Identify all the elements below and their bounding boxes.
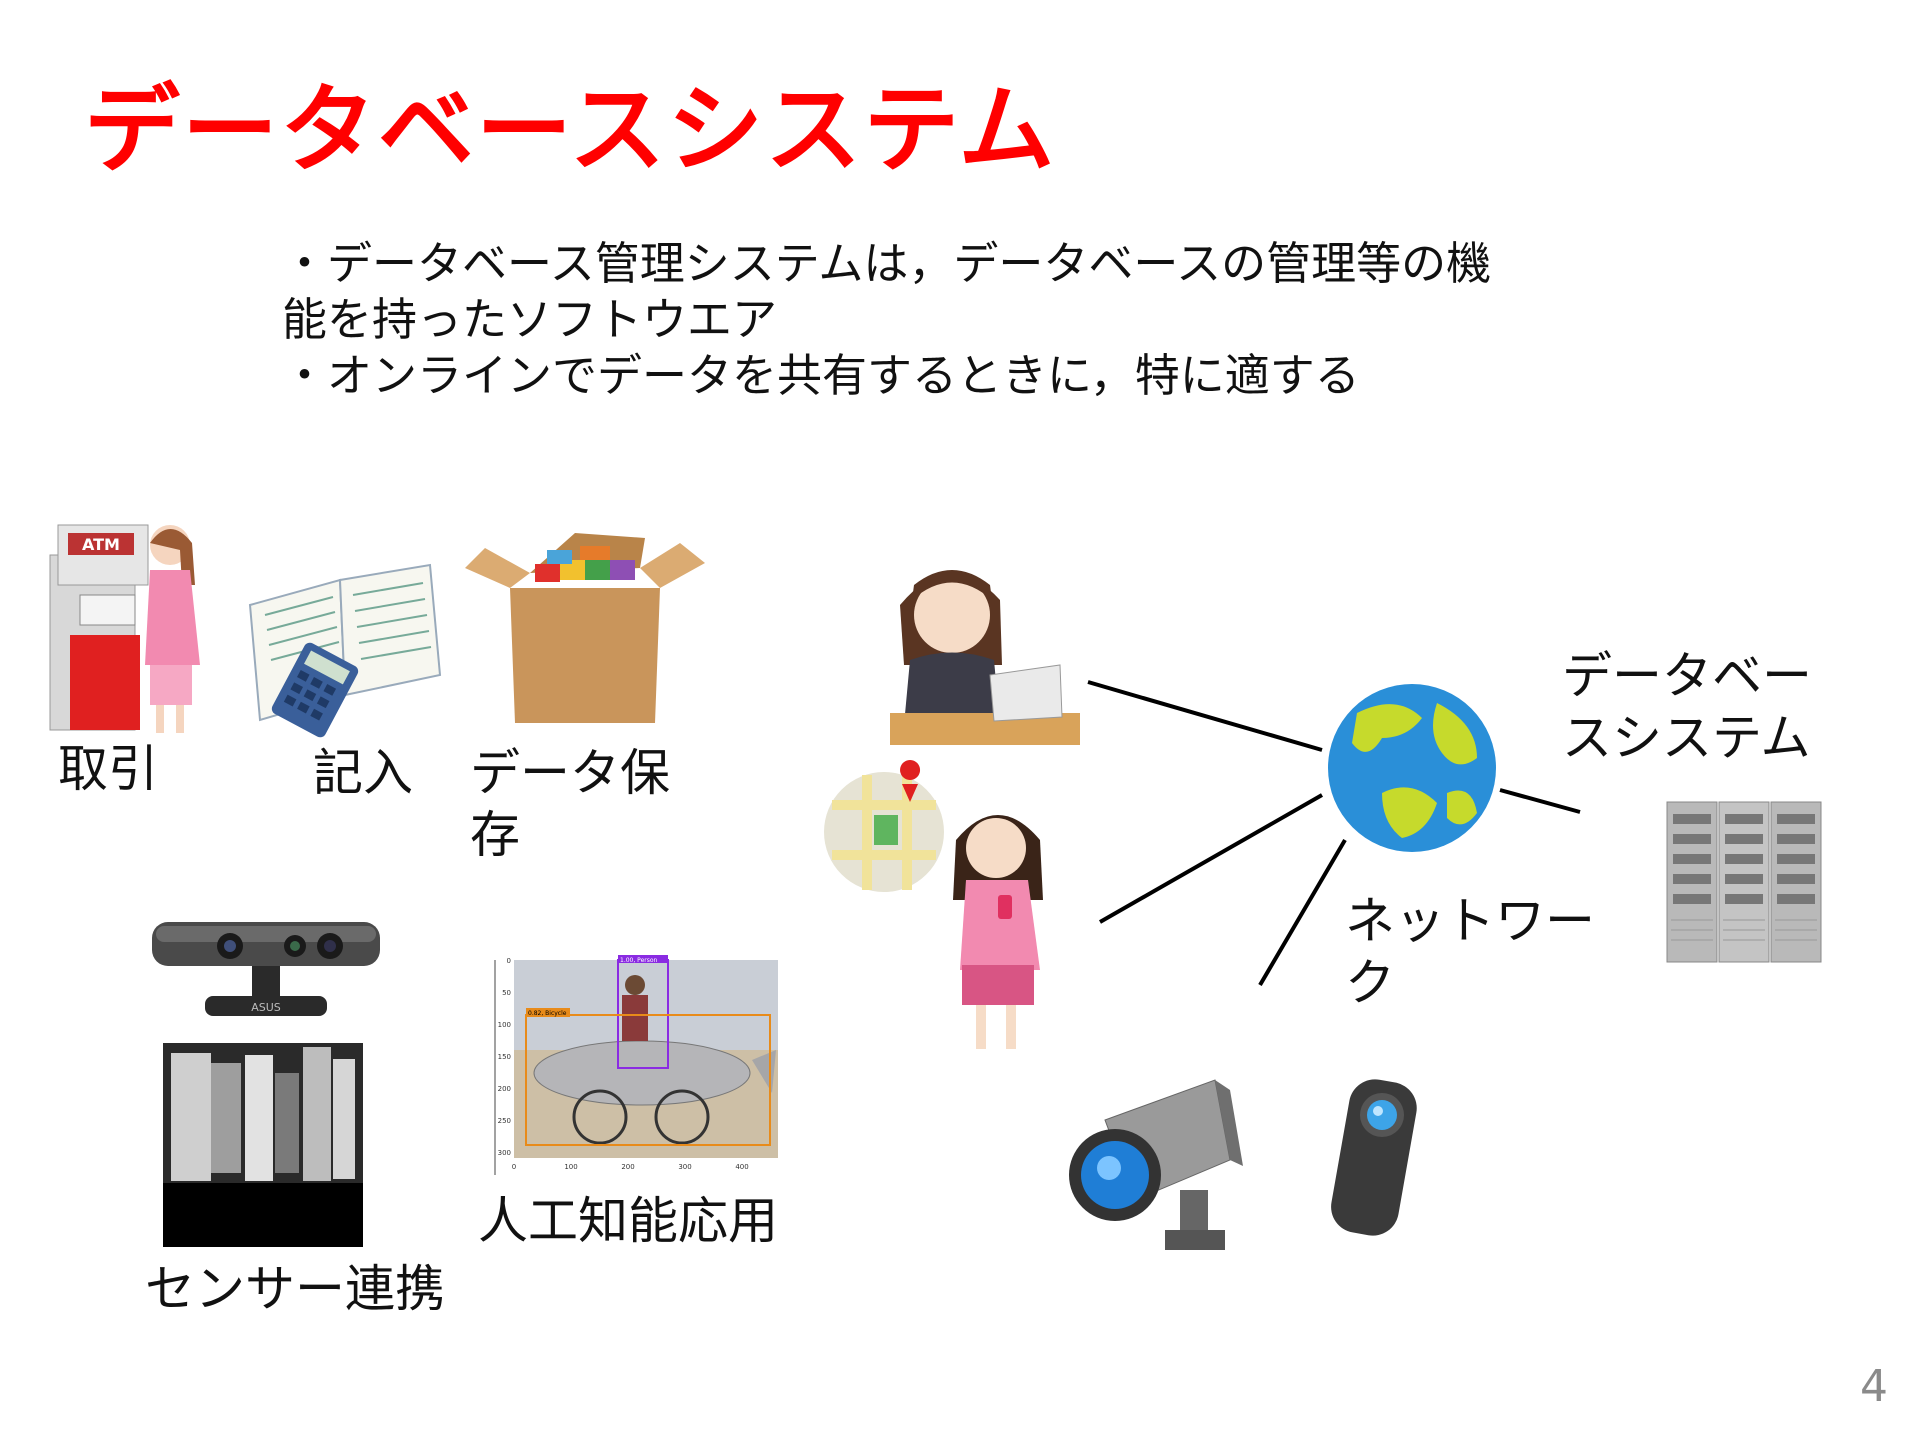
plot-ytick: 250 — [498, 1117, 511, 1125]
label-network: ネットワー ク — [1345, 890, 1595, 1014]
bullet-line-1: ・データベース管理システムは，データベースの管理等の機 — [282, 237, 1492, 290]
plot-ytick: 50 — [502, 989, 511, 997]
action-camera-icon — [1331, 1079, 1417, 1236]
ledger-illustration — [248, 563, 442, 738]
label-network-line2: ク — [1345, 954, 1395, 1012]
label-storage-line2: 存 — [470, 806, 520, 864]
label-dbsystem-line2: スシステム — [1562, 709, 1811, 767]
label-database-system: データベー スシステム — [1562, 645, 1812, 769]
atm-illustration: ATM — [49, 524, 200, 733]
label-ai: 人工知能応用 — [478, 1192, 778, 1250]
bullet-line-3: ・オンラインでデータを共有するときに，特に適する — [282, 349, 1360, 402]
label-sensor: センサー連携 — [145, 1260, 445, 1318]
line-phone-globe — [1099, 793, 1323, 924]
bullet-line-2: 能を持ったソフトウエア — [282, 293, 778, 346]
page-number: 4 — [1860, 1361, 1888, 1412]
label-network-line1: ネットワー — [1345, 892, 1595, 950]
camera-brand-text: ASUS — [251, 1001, 281, 1014]
plot-xtick: 0 — [512, 1163, 516, 1171]
map-bubble-icon — [824, 760, 944, 892]
plot-ytick: 200 — [498, 1085, 511, 1093]
label-entry: 記入 — [313, 744, 413, 802]
label-storage: データ保 存 — [470, 742, 670, 866]
slide-title: データベースシステム — [84, 74, 1057, 186]
detection-label-person: 1.00, Person — [620, 957, 658, 964]
plot-ytick: 100 — [498, 1021, 511, 1029]
phone-user-illustration — [953, 815, 1043, 1049]
line-globe-server — [1499, 788, 1581, 814]
object-detection-image: 1.00, Person 0.82, Bicycle 0 50 100 150 … — [494, 955, 778, 1175]
depth-camera-illustration: ASUS — [152, 922, 380, 1016]
plot-xtick: 300 — [678, 1163, 691, 1171]
line-laptop-globe — [1087, 680, 1323, 752]
plot-ytick: 150 — [498, 1053, 511, 1061]
plot-ytick: 300 — [498, 1149, 511, 1157]
plot-xtick: 400 — [735, 1163, 748, 1171]
server-rack-icon — [1666, 801, 1822, 963]
label-dbsystem-line1: データベー — [1562, 647, 1812, 705]
globe-icon — [1328, 684, 1496, 852]
laptop-user-illustration — [890, 570, 1080, 745]
plot-ytick: 0 — [507, 957, 511, 965]
atm-sign-text: ATM — [82, 535, 120, 554]
plot-xtick: 100 — [564, 1163, 577, 1171]
box-illustration — [465, 533, 705, 723]
label-storage-line1: データ保 — [470, 744, 670, 802]
plot-xtick: 200 — [621, 1163, 634, 1171]
line-cameras-globe — [1258, 838, 1347, 987]
detection-label-bicycle: 0.82, Bicycle — [528, 1010, 567, 1017]
security-camera-icon — [1069, 1079, 1243, 1250]
label-transaction: 取引 — [58, 740, 158, 798]
depth-map-image — [163, 1043, 363, 1247]
bullet-list: ・データベース管理システムは，データベースの管理等の機 能を持ったソフトウエア … — [282, 236, 1662, 404]
